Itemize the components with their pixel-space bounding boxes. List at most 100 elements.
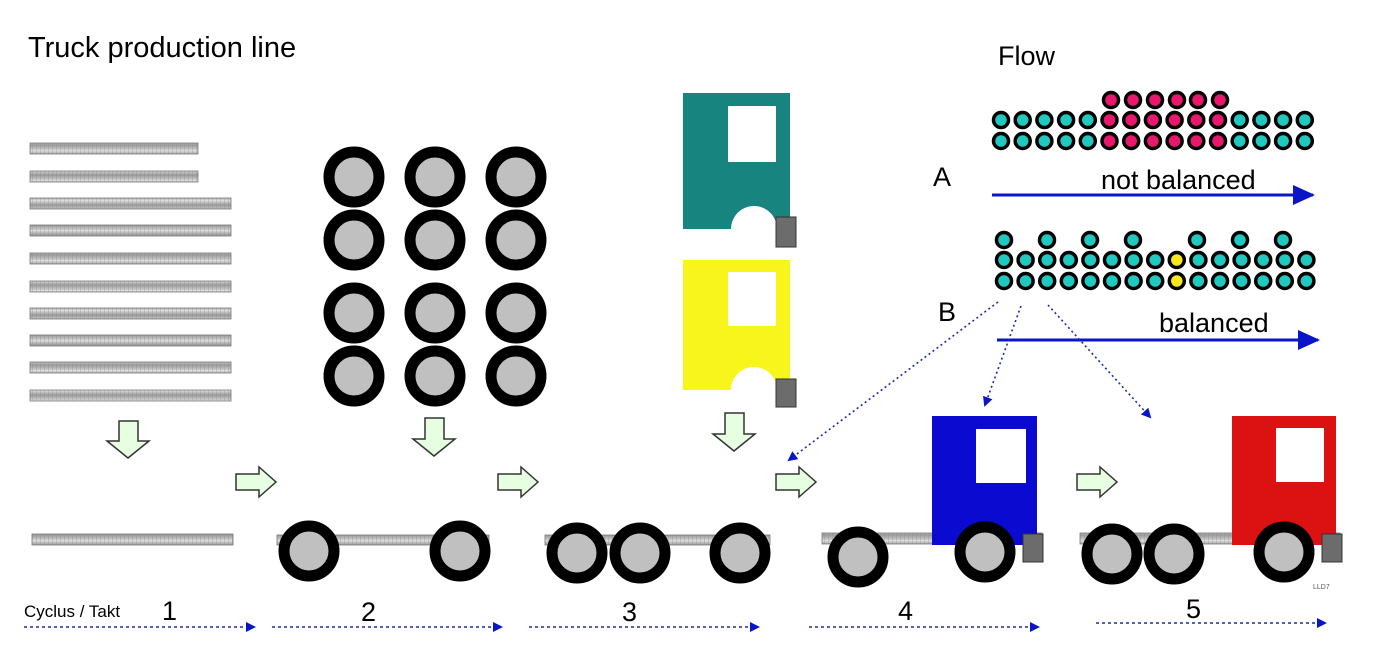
flow-dot [1188,90,1208,110]
flow-dot [1273,230,1293,250]
flow-dot [1210,90,1230,110]
flow-dot [1123,230,1143,250]
flow-dot [1100,110,1119,130]
station-4-assembly [821,416,1044,588]
chassis-beam [29,361,232,374]
flow-dot [1078,110,1098,130]
station-3-assembly [544,522,771,584]
station-5-assembly [1079,416,1343,585]
flow-dot [1167,250,1187,270]
flow-dot [1037,271,1057,291]
flow-dot [1102,250,1122,270]
flow-dot [1167,90,1187,110]
flow-dot [1145,90,1165,110]
flow-pointer-station-4 [983,305,1022,407]
step-number-4: 4 [898,596,913,626]
station-2-assembly [276,520,491,582]
flow-dot [1143,110,1163,130]
flow-dot [1080,230,1100,250]
flow-dot [1210,250,1230,270]
flow-dot [1187,131,1206,151]
flow-dot [1035,131,1054,151]
flow-dot [1187,110,1206,130]
wheel [323,345,385,407]
footnote-code: LLD7 [1313,584,1330,591]
flow-dot [1252,110,1271,130]
flow-dot [1273,131,1293,151]
chassis-beam [29,197,232,210]
flow-dot [1121,110,1141,130]
supply-arrow-down [710,412,758,452]
cab-stock [683,93,797,408]
flow-dot [1253,271,1273,291]
wheel [404,282,466,344]
flow-dot [1210,271,1230,291]
flow-b-caption: balanced [1159,308,1269,338]
flow-heading: Flow [998,41,1056,71]
flow-dot [1013,131,1032,151]
flow-pointer-station-5 [1047,304,1152,419]
flow-dot [1167,271,1187,291]
flow-dot [1059,250,1079,270]
transfer-arrow-right [775,465,818,499]
wheel-stock-grid [323,146,547,407]
transfer-arrow-right [1076,465,1119,499]
wheel [609,522,671,584]
flow-dot [994,271,1014,291]
flow-dot [1297,271,1316,291]
flow-dot [1253,250,1273,270]
flow-dot [1078,131,1098,151]
flow-dot [1016,271,1035,291]
step-number-3: 3 [622,597,637,627]
flow-a-caption: not balanced [1101,165,1256,195]
flow-dot [1189,271,1208,291]
chassis-beam [29,334,232,347]
chassis-beam [29,252,232,265]
wheel [709,522,771,584]
flow-dot [1230,230,1250,250]
wheel [485,345,547,407]
flow-a-label: A [933,162,951,192]
supply-arrow-down [410,417,458,457]
flow-dot [1230,110,1249,130]
wheel [323,146,385,208]
step-number-2: 2 [361,597,376,627]
wheel [546,522,608,584]
blue-cab [932,416,1044,563]
yellow-cab [683,260,797,408]
wheel [323,209,385,271]
flow-dot [1252,131,1271,151]
wheel [954,521,1016,583]
cycle-label: Cyclus / Takt [24,602,120,621]
flow-b-label: B [938,297,956,327]
flow-dot [1143,131,1163,151]
flow-dot [991,131,1011,151]
flow-dot [1035,110,1054,130]
teal-cab [683,93,797,248]
flow-dot [1102,271,1122,291]
transfer-arrow-right [235,465,278,499]
flow-dot [1056,110,1076,130]
wheel [429,520,491,582]
wheel [1081,523,1143,585]
flow-dot [1056,131,1076,151]
flow-dot [1275,250,1295,270]
chassis-beam [29,224,232,237]
supply-arrow-down [104,420,152,459]
flow-dot [1123,90,1143,110]
flow-dot [994,250,1014,270]
chassis-beam [29,170,199,183]
flow-dot [1273,110,1293,130]
flow-dot [991,110,1011,130]
flow-dot [1165,110,1184,130]
flow-dot [1145,271,1165,291]
wheel [1253,521,1315,583]
flow-dot [1081,271,1100,291]
flow-dot [1208,131,1228,151]
flow-dot [1275,271,1295,291]
flow-dot [1081,250,1100,270]
flow-dot [1037,230,1057,250]
flow-dot [1124,250,1143,270]
flow-dot [1101,90,1121,110]
flow-dot [1232,250,1251,270]
